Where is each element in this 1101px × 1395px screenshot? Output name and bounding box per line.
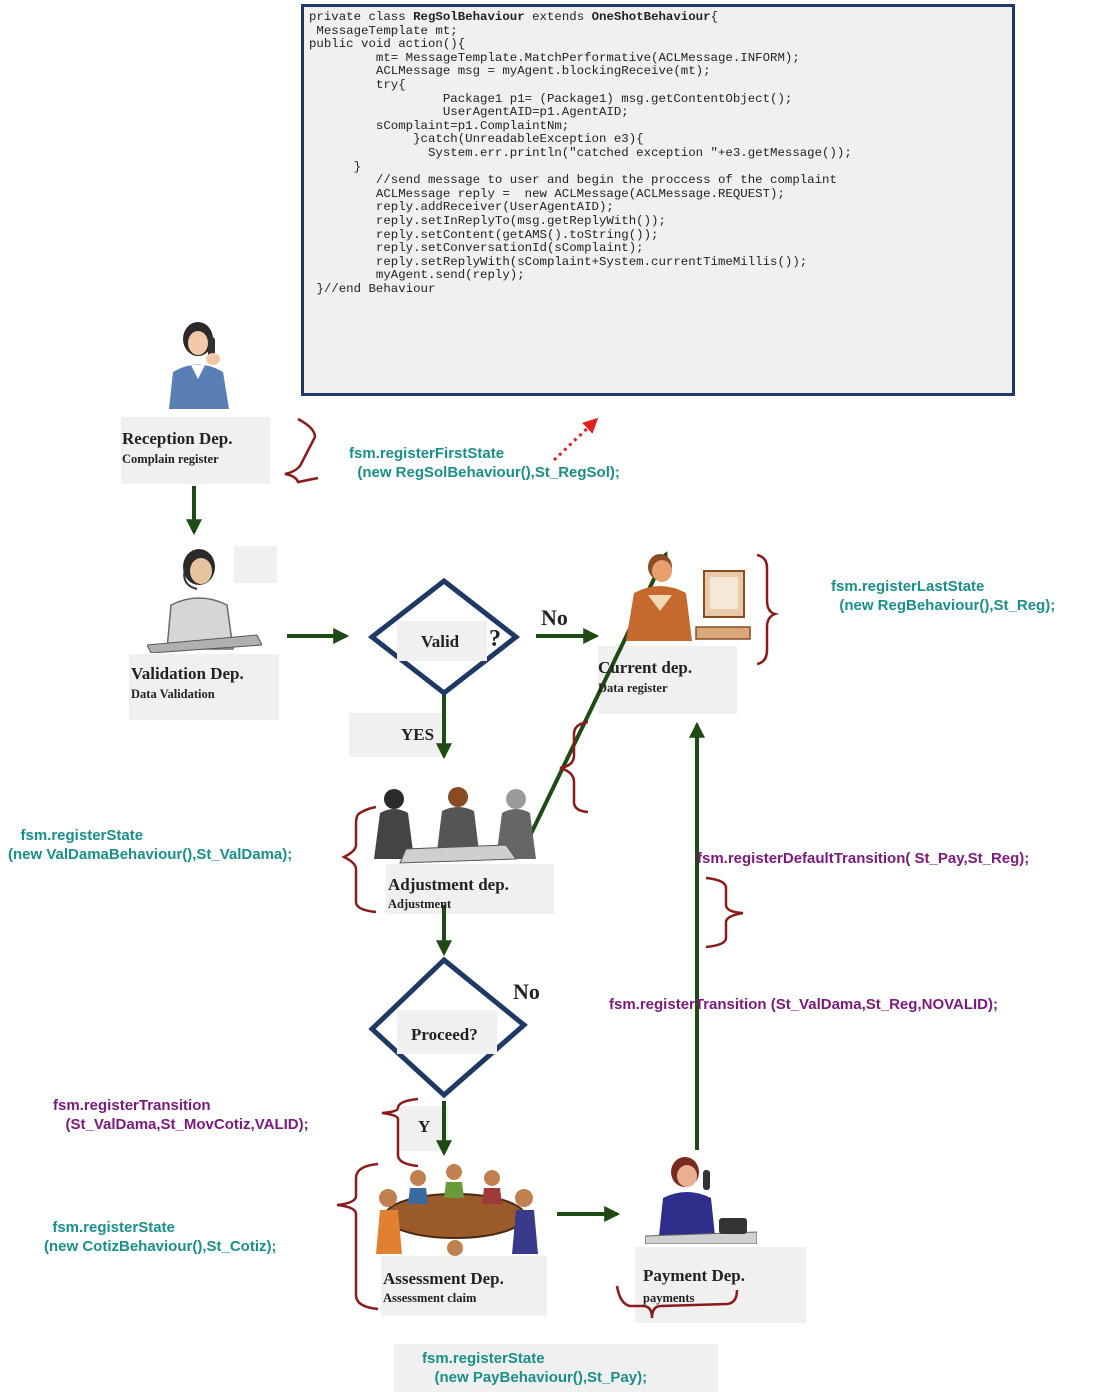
fsm-register-state-pay: fsm.registerState (new PayBehaviour(),St… xyxy=(422,1349,647,1387)
assessment-dept-sub: Assessment claim xyxy=(383,1291,477,1305)
code-line: reply.setReplyWith(sComplaint+System.cur… xyxy=(309,254,808,269)
code-line: UserAgentAID=p1.AgentAID; xyxy=(309,105,629,120)
current-dept-sub: Data register xyxy=(598,681,668,695)
valid-decision-mark: ? xyxy=(489,626,501,652)
code-open-brace: { xyxy=(710,10,718,24)
conference-table-icon xyxy=(376,1164,538,1256)
business-meeting-icon xyxy=(374,787,536,864)
code-line: }//end Behaviour xyxy=(309,281,436,296)
code-line: reply.addReceiver(UserAgentAID); xyxy=(309,200,614,215)
code-line: reply.setContent(getAMS().toString()); xyxy=(309,227,659,242)
reception-label-box xyxy=(121,417,270,484)
fsm-first-state-line2: (new RegSolBehaviour(),St_RegSol); xyxy=(349,464,620,481)
code-listing: private class RegSolBehaviour extends On… xyxy=(301,4,1015,396)
reception-dept-name: Reception Dep. xyxy=(122,429,233,448)
code-line: reply.setConversationId(sComplaint); xyxy=(309,241,644,256)
brace-valid-transition xyxy=(381,1097,419,1168)
code-line: MessageTemplate mt; xyxy=(309,23,458,38)
assessment-label-box xyxy=(381,1256,547,1316)
payment-dept-name: Payment Dep. xyxy=(643,1266,745,1285)
code-line: System.err.println("catched exception "+… xyxy=(309,145,852,160)
code-line: myAgent.send(reply); xyxy=(309,268,525,283)
code-text: private class RegSolBehaviour extends On… xyxy=(304,7,1012,296)
fsm-valid-line1: fsm.registerTransition xyxy=(53,1097,211,1114)
adjustment-label-box xyxy=(386,864,554,914)
fsm-pay-line2: (new PayBehaviour(),St_Pay); xyxy=(422,1369,648,1386)
fsm-register-transition-valid: fsm.registerTransition (St_ValDama,St_Mo… xyxy=(53,1096,309,1134)
valid-no-label: No xyxy=(541,605,568,630)
proceed-diamond-label-bg xyxy=(397,1010,497,1054)
code-line: try{ xyxy=(309,77,406,92)
fsm-valdama-line2: (new ValDamaBehaviour(),St_ValDama); xyxy=(8,846,293,863)
fsm-pay-label-box xyxy=(394,1344,718,1392)
fsm-cotiz-line2: (new CotizBehaviour(),St_Cotiz); xyxy=(44,1238,277,1255)
validation-dept-name: Validation Dep. xyxy=(131,664,244,683)
dotted-arrow-to-code xyxy=(552,417,599,462)
code-line: Package1 p1= (Package1) msg.getContentOb… xyxy=(309,91,793,106)
code-class-name: RegSolBehaviour xyxy=(413,10,525,24)
code-base-name: OneShotBehaviour xyxy=(591,10,711,24)
brace-pay xyxy=(615,1285,739,1319)
proceed-decision-label: Proceed? xyxy=(411,1025,478,1044)
adjustment-dept-sub: Adjustment xyxy=(388,897,452,911)
code-extends: extends xyxy=(524,10,592,24)
blank-label-box xyxy=(234,546,277,583)
payment-dept-sub: payments xyxy=(643,1291,695,1305)
proceed-no-label: No xyxy=(513,979,540,1004)
brace-reception xyxy=(284,417,319,484)
code-line: reply.setInReplyTo(msg.getReplyWith()); xyxy=(309,213,666,228)
code-line: public void action(){ xyxy=(309,37,466,52)
payment-label-box xyxy=(635,1247,806,1323)
reception-dept-sub: Complain register xyxy=(122,452,219,466)
current-dept-name: Current dep. xyxy=(598,658,693,677)
yes-label: YES xyxy=(401,725,435,744)
brace-default-transition xyxy=(705,876,744,949)
brace-novalid xyxy=(559,720,589,814)
brace-valdama xyxy=(341,805,377,914)
current-label-box xyxy=(598,646,737,714)
fsm-register-first-state: fsm.registerFirstState (new RegSolBehavi… xyxy=(349,444,620,482)
assessment-dept-name: Assessment Dep. xyxy=(383,1269,504,1288)
validation-dept-sub: Data Validation xyxy=(131,687,215,701)
fsm-cotiz-line1: fsm.registerState xyxy=(44,1219,175,1236)
code-line: mt= MessageTemplate.MatchPerformative(AC… xyxy=(309,50,800,65)
woman-on-phone-icon xyxy=(169,322,229,409)
brace-cotiz xyxy=(336,1162,379,1311)
y-label: Y xyxy=(418,1117,431,1136)
woman-with-headset-icon xyxy=(147,549,262,653)
adjustment-dept-name: Adjustment dep. xyxy=(388,875,509,894)
code-line: }catch(UnreadableException e3){ xyxy=(309,132,644,147)
code-line: sComplaint=p1.ComplaintNm; xyxy=(309,118,570,133)
fsm-valid-line2: (St_ValDama,St_MovCotiz,VALID); xyxy=(53,1116,309,1133)
fsm-last-state-line1: fsm.registerLastState xyxy=(831,578,985,595)
brace-current xyxy=(756,553,780,666)
fsm-pay-line1: fsm.registerState xyxy=(422,1350,545,1367)
fsm-valdama-line1: fsm.registerState xyxy=(8,827,144,844)
fsm-register-transition-novalid: fsm.registerTransition (St_ValDama,St_Re… xyxy=(609,995,998,1014)
code-line: //send message to user and begin the pro… xyxy=(309,173,837,188)
valid-decision-label: Valid xyxy=(421,632,460,651)
fsm-register-default-transition: fsm.registerDefaultTransition( St_Pay,St… xyxy=(697,849,1029,868)
code-line: ACLMessage msg = myAgent.blockingReceive… xyxy=(309,64,711,79)
fsm-last-state-line2: (new RegBehaviour(),St_Reg); xyxy=(831,597,1056,614)
yes-label-box xyxy=(349,713,444,757)
fsm-register-state-valdama: fsm.registerState (new ValDamaBehaviour(… xyxy=(8,826,292,864)
fsm-default-transition-line1: fsm.registerDefaultTransition( St_Pay,St… xyxy=(697,850,1030,867)
fsm-register-last-state: fsm.registerLastState (new RegBehaviour(… xyxy=(831,577,1055,615)
fsm-first-state-line1: fsm.registerFirstState xyxy=(349,445,505,462)
validation-label-box xyxy=(129,654,279,720)
woman-at-phone-desk-icon xyxy=(645,1157,757,1244)
man-at-computer-icon xyxy=(626,554,751,641)
code-class-prefix: private class xyxy=(309,10,414,24)
code-line: ACLMessage reply = new ACLMessage(ACLMes… xyxy=(309,186,785,201)
valid-diamond-label-bg xyxy=(397,621,487,661)
fsm-register-state-cotiz: fsm.registerState (new CotizBehaviour(),… xyxy=(44,1218,277,1256)
fsm-novalid-line1: fsm.registerTransition (St_ValDama,St_Re… xyxy=(609,996,998,1013)
code-line: } xyxy=(309,159,362,174)
